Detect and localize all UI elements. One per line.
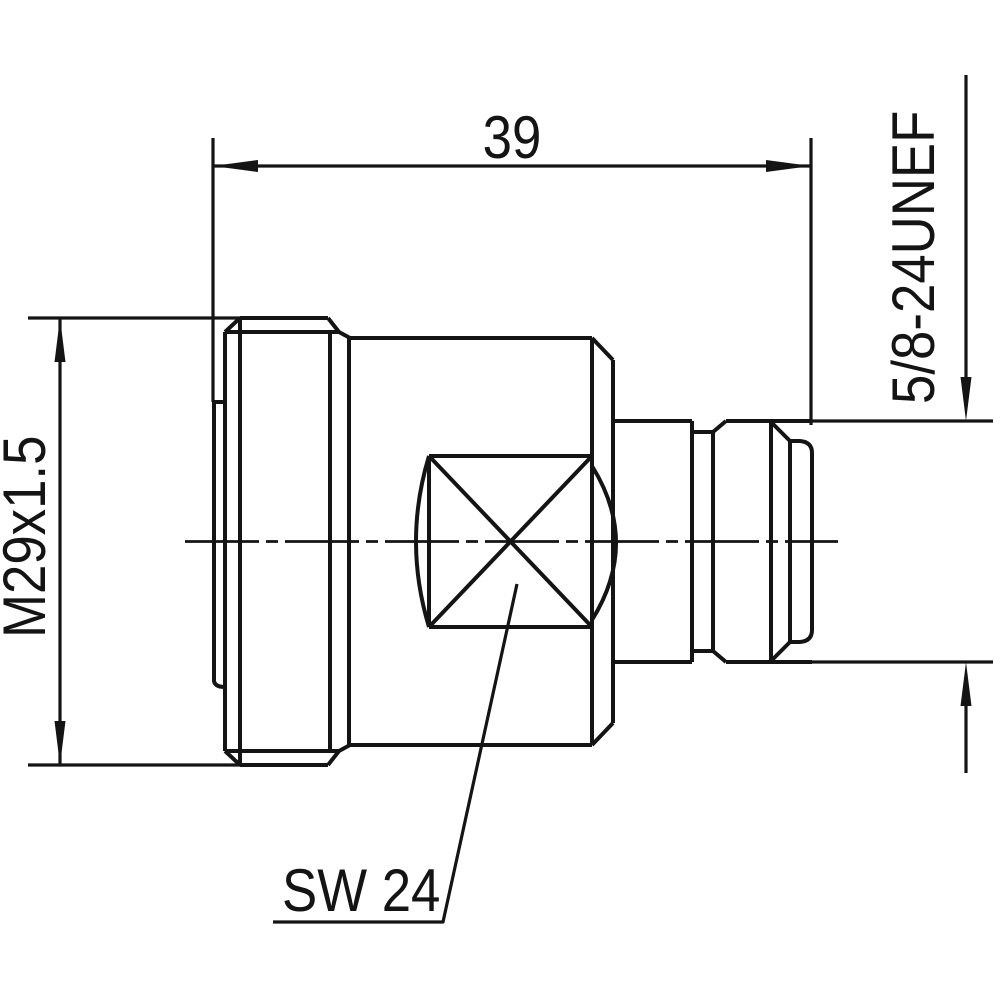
dimension-unef: 5/8-24UNEF [812,75,993,773]
unef-thread-label: 5/8-24UNEF [880,111,947,404]
arrowhead-down [54,721,66,765]
sw24-callout: SW 24 [273,583,519,924]
leader-line [273,583,519,924]
arrowhead-right [766,160,811,172]
arrowhead-up [960,662,972,706]
arrowhead-left [213,160,258,172]
arrowhead-down [960,377,972,421]
m29-thread-label: M29x1.5 [0,436,58,638]
dimension-39: 39 [211,104,813,425]
dimension-m29: M29x1.5 [0,316,240,767]
arrowhead-up [54,318,66,362]
wrench-size-label: SW 24 [282,857,440,924]
dimension-39-label: 39 [483,104,542,171]
